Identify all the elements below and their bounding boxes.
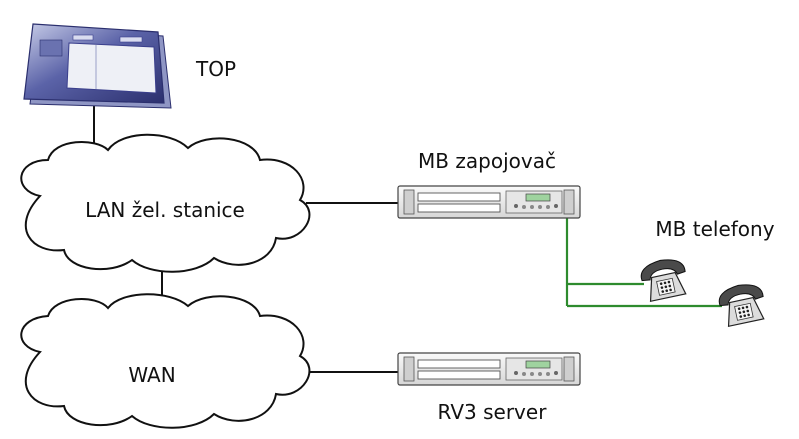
phone-lines bbox=[565, 218, 722, 308]
lan-cloud-icon bbox=[20, 133, 311, 273]
label-mb-switch: MB zapojovač bbox=[418, 149, 556, 173]
mb-switch-server-icon bbox=[397, 185, 581, 219]
rv3-server-icon bbox=[397, 352, 581, 386]
desk-telephone-icon bbox=[637, 255, 691, 303]
wan-cloud-icon bbox=[20, 293, 311, 429]
touch-panel-terminal-icon bbox=[23, 23, 172, 109]
label-lan: LAN žel. stanice bbox=[85, 198, 245, 222]
desk-telephone-icon bbox=[715, 280, 769, 328]
label-top: TOP bbox=[195, 57, 236, 81]
label-wan: WAN bbox=[128, 363, 175, 387]
label-mb-phones: MB telefony bbox=[655, 217, 774, 241]
label-rv3-server: RV3 server bbox=[438, 400, 548, 424]
